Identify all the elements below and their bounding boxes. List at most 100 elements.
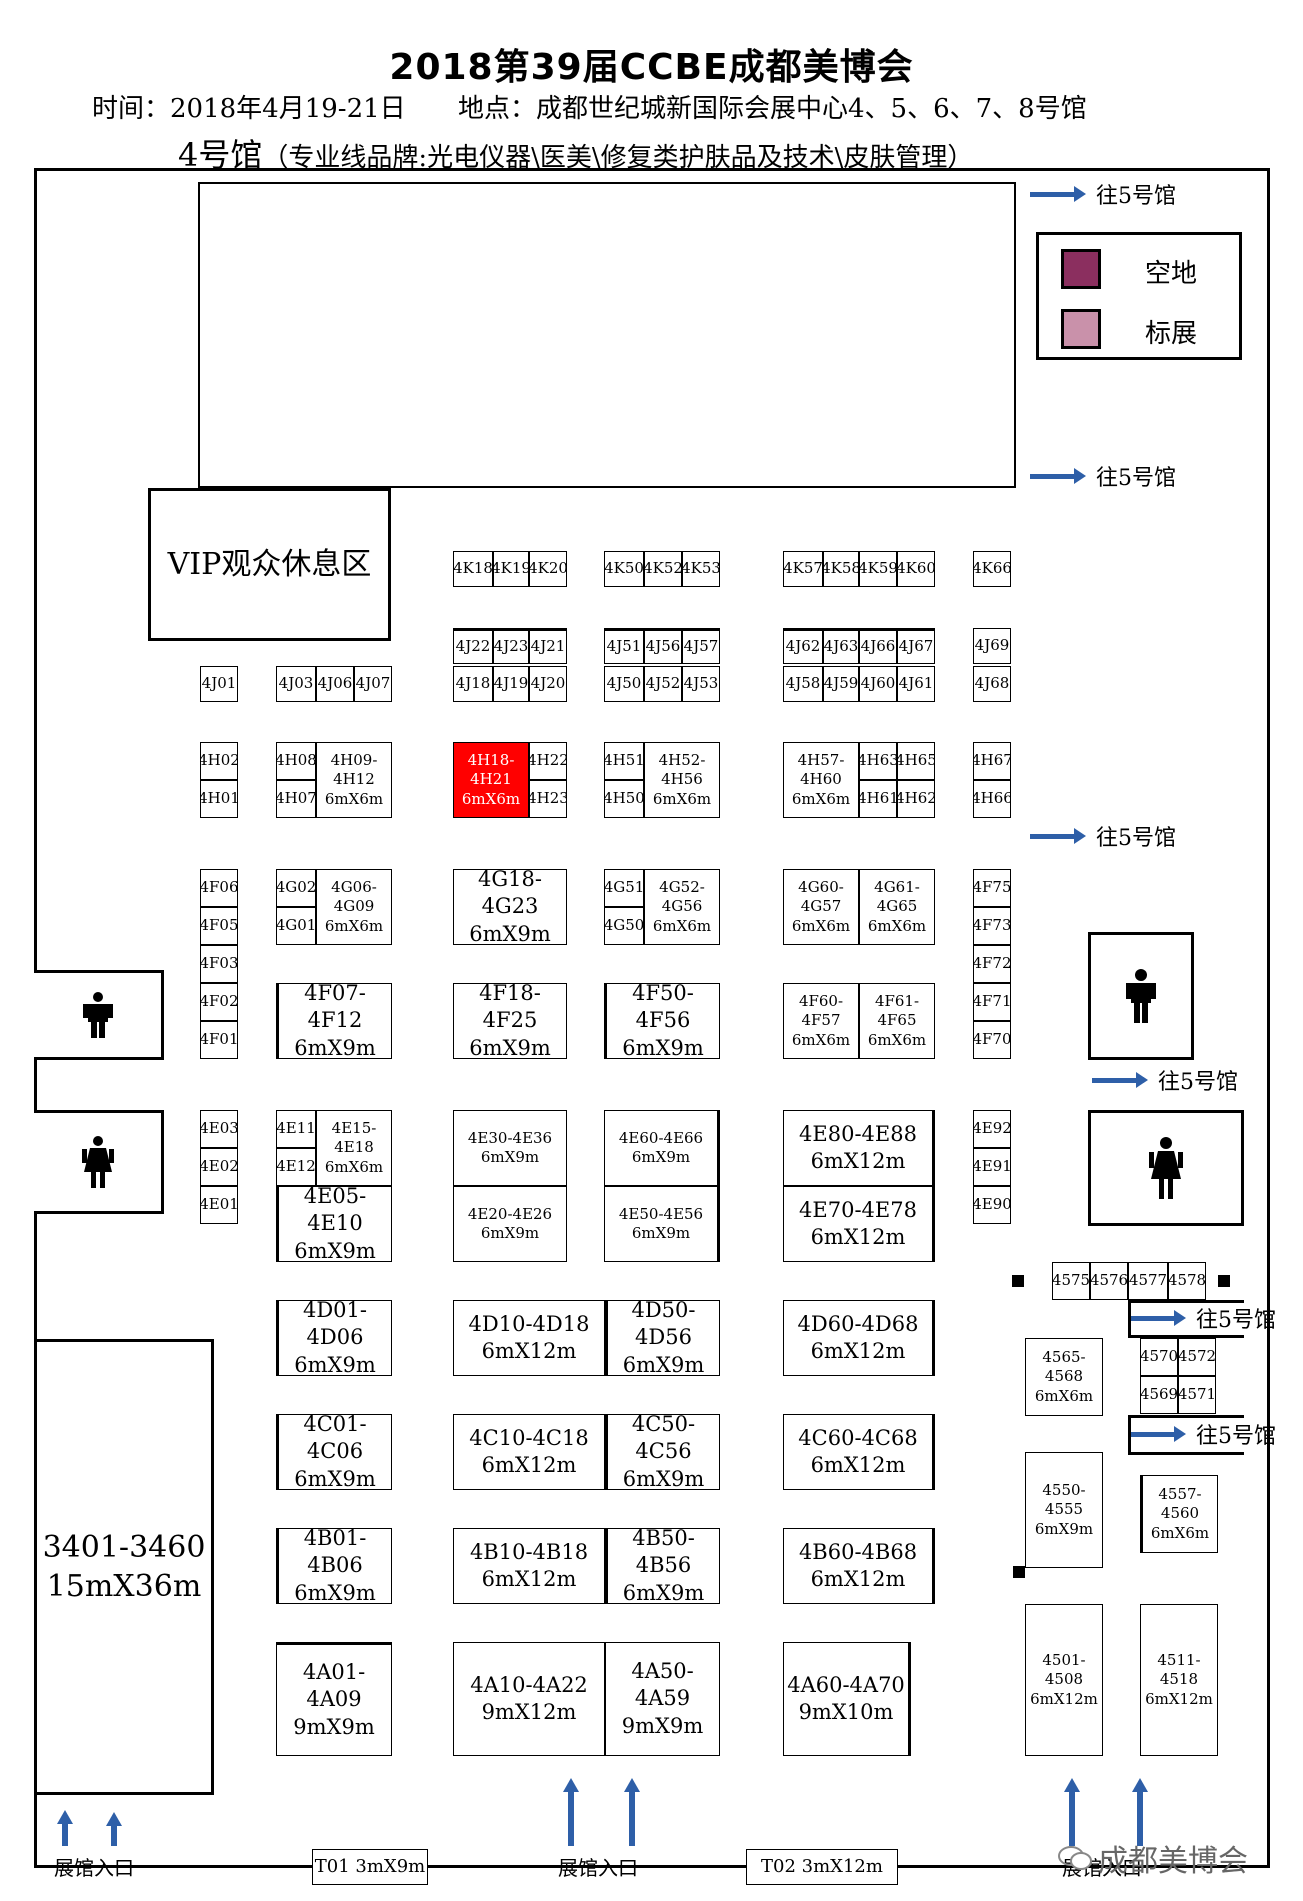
- arrow-to-hall5: 往5号馆: [1030, 820, 1176, 852]
- booth: 4J21: [529, 628, 567, 664]
- page-title: 2018第39届CCBE成都美博会: [389, 47, 914, 88]
- booth: 4G51: [604, 869, 644, 907]
- booth: 4E92: [973, 1110, 1011, 1148]
- event-place: 地点：成都世纪城新国际会展中心4、5、6、7、8号馆: [458, 94, 1087, 124]
- booth: 4575: [1052, 1262, 1090, 1300]
- booth-label: 4H01: [200, 789, 238, 808]
- booth: 4K19: [493, 551, 529, 587]
- booth-label: 4J06: [317, 674, 353, 693]
- booth-label: 4J69: [974, 636, 1010, 655]
- arrow-label: 往5号馆: [1096, 466, 1176, 491]
- arrow-head: [1064, 1778, 1080, 1792]
- booth-label: 4J60: [860, 674, 896, 693]
- booth: 4H67: [973, 742, 1011, 780]
- booth-label: 4K18: [453, 559, 493, 578]
- arrow-shaft: [568, 1792, 574, 1846]
- booth: 4570: [1140, 1338, 1178, 1376]
- booth-label: 4J03: [278, 674, 314, 693]
- booth: 4E90: [973, 1186, 1011, 1224]
- booth-label: 4E01: [200, 1195, 238, 1214]
- booth-label: 4J66: [860, 637, 896, 656]
- entrance-label: 展馆入口: [558, 1856, 638, 1880]
- booth: 4J23: [493, 628, 529, 664]
- booth-label: 4J52: [645, 674, 681, 693]
- booth-label: 4H63: [859, 751, 897, 770]
- arrow-right-icon: [1074, 828, 1086, 844]
- arrow-shaft: [1030, 473, 1074, 479]
- booth-label: 4577: [1128, 1271, 1168, 1290]
- booth: 4J57: [682, 628, 720, 664]
- booth-label: 4H22: [529, 751, 567, 770]
- arrow-shaft: [1130, 1431, 1174, 1437]
- booth: 4E91: [973, 1148, 1011, 1186]
- arrow-shaft: [1030, 191, 1074, 197]
- booth-label: 4H65: [897, 751, 935, 770]
- arrow-shaft: [1030, 833, 1074, 839]
- legend-label-empty: 空地: [1145, 259, 1198, 289]
- booth: 4J07: [354, 666, 392, 702]
- booth-label: 4E92: [973, 1119, 1011, 1138]
- corridor-frame: [1128, 1300, 1244, 1338]
- booth-label: 4G50: [604, 916, 644, 935]
- hall-number: 4号馆: [178, 136, 263, 174]
- arrow-label: 往5号馆: [1096, 184, 1176, 209]
- event-time: 时间：2018年4月19-21日: [92, 94, 406, 124]
- booth: 4J50: [604, 666, 644, 702]
- booth: 4K20: [529, 551, 567, 587]
- watermark: 成都美博会: [1058, 1836, 1248, 1880]
- booth-label: 4F05: [200, 916, 238, 935]
- vip-lounge: VIP观众休息区: [148, 488, 391, 641]
- booth: 4578: [1168, 1262, 1206, 1300]
- booth-label: 4G01: [276, 916, 316, 935]
- booth: 4J01: [200, 666, 238, 702]
- booth: 4F71: [973, 983, 1011, 1021]
- booth-label: 4J01: [201, 674, 237, 693]
- booth-label: 4J63: [823, 637, 859, 656]
- booth-label: 4K58: [823, 559, 859, 578]
- booth-label: 4G51: [604, 878, 644, 897]
- booth-label: 4H67: [973, 751, 1011, 770]
- booth-label: 4J50: [606, 674, 642, 693]
- booth: 4H01: [200, 780, 238, 818]
- booth: 4E03: [200, 1110, 238, 1148]
- booth-label: 4J23: [493, 637, 529, 656]
- booth: 4K18: [453, 551, 493, 587]
- arrow-right-icon: [1074, 186, 1086, 202]
- booth: 4J69: [973, 628, 1011, 664]
- booth: 4J53: [682, 666, 720, 702]
- legend: 空地 标展: [1036, 232, 1242, 360]
- booth-label: 4F71: [973, 992, 1011, 1011]
- arrow-shaft: [1130, 1315, 1174, 1321]
- booth-label: 4J20: [530, 674, 566, 693]
- booth-label: 4H07: [276, 789, 316, 808]
- booth-label: 4K66: [973, 559, 1011, 578]
- booth-label: 4F03: [200, 954, 238, 973]
- booth-label: 4K52: [644, 559, 682, 578]
- booth: 4K53: [682, 551, 720, 587]
- up-arrow-icon: [563, 1778, 579, 1846]
